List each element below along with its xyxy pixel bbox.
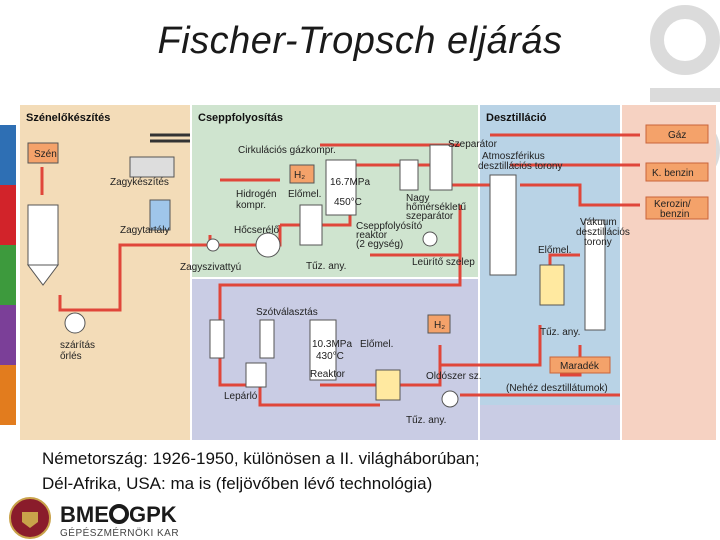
label-h2-bottom: H₂ (434, 320, 445, 331)
label-nagy-2: hőmérsékletű (406, 202, 466, 213)
product-kerozin-2: benzin (660, 209, 689, 220)
label-h2-top: H₂ (294, 170, 305, 181)
label-nagy-1: Nagy (406, 193, 429, 204)
label-hidrogen-2: kompr. (236, 200, 266, 211)
label-cseppfolyosito-2: reaktor (356, 230, 388, 241)
label-nagy-3: szeparátor (406, 211, 454, 222)
process-flow-diagram: Szénelőkészítés Cseppfolyosítás Desztill… (20, 105, 716, 440)
product-box-benzin (645, 162, 709, 182)
label-hocserelo: Hőcserélő (234, 225, 279, 236)
label-vakuum-2: desztillációs (576, 227, 630, 238)
product-box-maradek (549, 356, 611, 374)
label-leurito: Leürítő szelep (412, 257, 475, 268)
label-leparlo: Lepárló (224, 391, 258, 402)
label-szen: Szén (34, 149, 57, 160)
label-cseppfolyosito-3: (2 egység) (356, 239, 403, 250)
section-coal-prep: Szénelőkészítés (26, 112, 110, 124)
product-box-gaz (645, 124, 709, 144)
label-szeparator: Szeparátor (448, 139, 498, 150)
label-tuz-any-2: Tűz. any. (540, 327, 580, 338)
label-nehez: (Nehéz desztillátumok) (506, 383, 608, 394)
label-tuz-any-1: Tűz. any. (306, 261, 346, 272)
label-temp-top: 450°C (334, 197, 362, 208)
label-szaritas-1: szárítás (60, 340, 95, 351)
cog-icon (109, 504, 129, 524)
label-vakuum-1: Vákuum (580, 217, 617, 228)
logo-bme: BME (60, 502, 109, 527)
label-zagytartaly: Zagytartály (120, 225, 169, 236)
label-szotvalasztas: Szótválasztás (256, 307, 318, 318)
label-szaritas-2: őrlés (60, 351, 82, 362)
label-tuz-any-3: Tűz. any. (406, 415, 446, 426)
product-gaz: Gáz (668, 130, 686, 141)
label-cirkulacios: Cirkulációs gázkompr. (238, 145, 336, 156)
product-benzin: K. benzin (652, 168, 694, 179)
slide-title: Fischer-Tropsch eljárás (157, 20, 563, 62)
label-elomel-bottom: Előmel. (360, 339, 393, 350)
label-vakuum-3: torony (584, 237, 612, 248)
label-reaktor: Reaktor (310, 369, 346, 380)
caption: Németország: 1926-1950, különösen a II. … (42, 446, 480, 496)
label-pressure-bottom: 10.3MPa (312, 339, 352, 350)
label-pressure-top: 16.7MPa (330, 177, 370, 188)
crest-icon (9, 497, 51, 539)
section-distillation: Desztilláció (486, 112, 547, 124)
logo-gpk: GPK (129, 502, 177, 527)
products-section (622, 105, 716, 440)
product-maradek: Maradék (560, 361, 600, 372)
section-liquefaction: Cseppfolyosítás (198, 112, 283, 124)
logo-subtitle: GÉPÉSZMÉRNÖKI KAR (60, 526, 179, 539)
caption-line-1: Németország: 1926-1950, különösen a II. … (42, 449, 480, 468)
label-cseppfolyosito-1: Cseppfolyósító (356, 221, 423, 232)
caption-line-2: Dél-Afrika, USA: ma is (feljövőben lévő … (42, 474, 433, 493)
lower-right-section (480, 405, 620, 440)
product-box-kerozin (645, 196, 709, 220)
product-kerozin-1: Kerozin/ (654, 199, 691, 210)
label-elomel-top: Előmel. (288, 189, 321, 200)
bme-gpk-logo: BME GPK GÉPÉSZMÉRNÖKI KAR (9, 497, 179, 539)
label-hidrogen-1: Hidrogén (236, 189, 277, 200)
label-oldoszer: Oldószer sz. (426, 371, 482, 382)
label-atm-2: desztillációs torony (478, 161, 562, 172)
label-zagykeszites: Zagykészítés (110, 177, 169, 188)
label-temp-bottom: 430°C (316, 351, 344, 362)
label-zagyszivattyu: Zagyszivattyú (180, 262, 241, 273)
label-elomel-right: Előmel. (538, 245, 571, 256)
label-atm-1: Atmoszférikus (482, 151, 545, 162)
left-color-stripe (0, 125, 16, 425)
